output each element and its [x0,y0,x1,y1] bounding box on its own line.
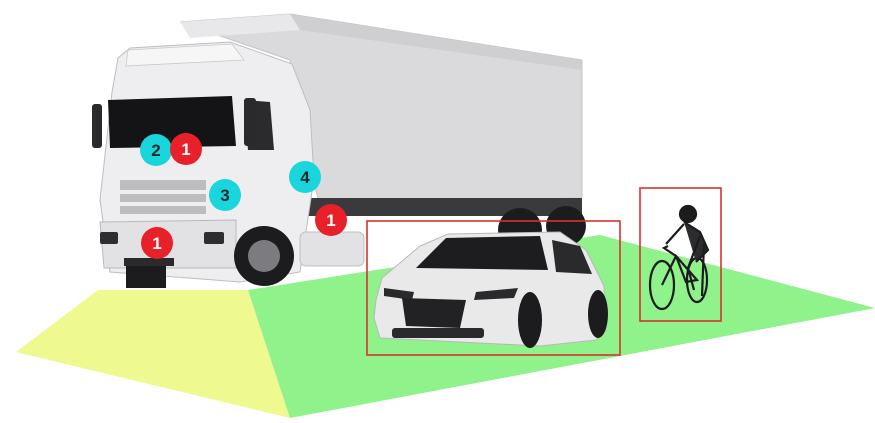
cyclist-detection-box [639,187,722,322]
marker-1-bumper: 1 [141,227,173,259]
marker-1-windshield: 1 [170,133,202,165]
car [373,231,608,348]
marker-1-side: 1 [315,204,347,236]
svg-text:1: 1 [326,211,335,230]
svg-text:3: 3 [220,186,229,205]
truck [92,13,586,288]
truck-windshield [108,96,236,148]
svg-text:4: 4 [300,168,310,187]
marker-4: 4 [289,161,321,193]
svg-text:1: 1 [152,234,161,253]
marker-3: 3 [209,179,241,211]
bike-wheel [648,259,676,311]
front-detection-zone [16,290,290,418]
car-windshield [416,236,548,270]
svg-text:2: 2 [151,141,160,160]
cyclist-helmet [678,204,698,224]
svg-text:1: 1 [181,140,190,159]
marker-2: 2 [140,134,172,166]
car-wheel [518,292,542,348]
car-detection-box [366,220,621,356]
cyclist [648,204,710,311]
car-wheel [588,290,608,338]
